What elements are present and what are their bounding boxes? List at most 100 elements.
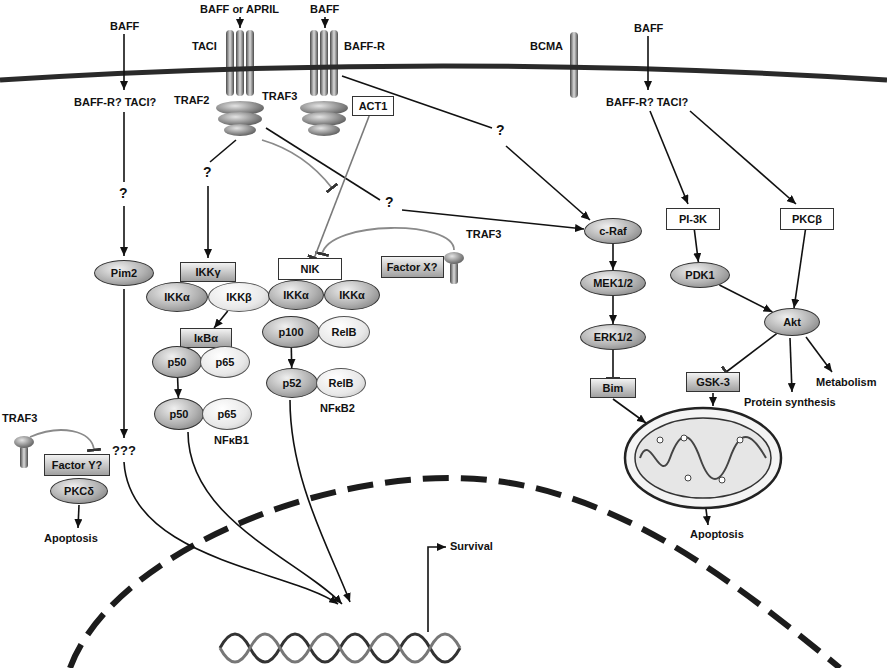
- node-text: p65: [216, 356, 235, 369]
- node-text: GSK-3: [696, 376, 730, 389]
- activation-arrow: [719, 285, 772, 312]
- text-label: NFκB1: [214, 434, 249, 447]
- protein-box: IκBα: [180, 328, 232, 348]
- node-text: PI-3K: [679, 213, 707, 226]
- node-text: ERK1/2: [594, 331, 633, 344]
- node-text: PDK1: [685, 269, 714, 282]
- protein-ellipse: IKKα: [324, 280, 380, 310]
- text-label: TRAF3: [262, 90, 297, 103]
- node-text: p52: [283, 377, 302, 390]
- protein-ellipse: Pim2: [94, 260, 154, 286]
- protein-ellipse: p50: [154, 398, 204, 430]
- baffr-stem: [310, 30, 318, 96]
- inhibition-connector: [314, 116, 369, 258]
- mito-outer: [625, 408, 781, 508]
- traf3-shape: [14, 436, 34, 448]
- node-text: IκBα: [194, 332, 218, 345]
- signal-arrow: [506, 146, 590, 220]
- mitochondrion: [625, 408, 781, 508]
- protein-box: NIK: [278, 258, 342, 280]
- node-text: IKKα: [283, 289, 309, 302]
- signal-arrow: [806, 337, 832, 372]
- signal-arrow: [290, 400, 350, 602]
- text-label: Survival: [450, 540, 493, 553]
- node-text: PKCδ: [64, 485, 94, 498]
- signal-arrow: [690, 111, 796, 204]
- text-label: Apoptosis: [690, 528, 744, 541]
- protein-ellipse: IKKα: [146, 282, 208, 312]
- traf3-stem: [20, 446, 28, 468]
- node-text: Factor X?: [387, 261, 438, 274]
- activation-arrow: [612, 296, 614, 324]
- node-text: c-Raf: [599, 225, 627, 238]
- node-text: RelB: [331, 326, 356, 339]
- protein-box: Factor Y?: [44, 454, 110, 476]
- signal-arrow: [712, 393, 714, 406]
- mito-granule: [657, 437, 663, 443]
- taci-stem: [236, 30, 244, 96]
- mito-granule: [737, 437, 743, 443]
- protein-box: Factor X?: [381, 256, 444, 278]
- question-mark: ?: [119, 187, 128, 200]
- mito-cristae: [640, 437, 766, 479]
- text-label: BCMA: [530, 40, 563, 53]
- text-label: BAFF-R: [344, 40, 385, 53]
- dna-strand: [220, 634, 460, 662]
- protein-ellipse: PKCδ: [50, 478, 108, 504]
- text-label: Protein synthesis: [744, 396, 836, 409]
- protein-ellipse: MEK1/2: [580, 270, 646, 296]
- text-label: BAFF-R? TACI?: [74, 96, 156, 109]
- activation-arrow: [291, 348, 293, 368]
- protein-ellipse: IKKβ: [208, 282, 270, 312]
- node-text: p100: [278, 326, 303, 339]
- ligand-arrow: [239, 17, 241, 28]
- protein-ellipse: IKKα: [268, 280, 324, 310]
- inhibition-connector: [612, 350, 614, 378]
- signal-arrow: [188, 432, 342, 604]
- protein-ellipse: PDK1: [670, 262, 730, 288]
- text-label: Metabolism: [816, 376, 877, 389]
- signal-arrow: [706, 509, 708, 525]
- question-mark: ?: [385, 196, 394, 209]
- inhibition-line: [322, 228, 454, 254]
- inhibition-connector: [726, 334, 776, 372]
- signal-arrow: [402, 210, 584, 229]
- text-label: TRAF3: [466, 228, 501, 241]
- receptor-stems: [20, 30, 578, 468]
- activation-arrow: [694, 230, 698, 262]
- node-text: p50: [170, 408, 189, 421]
- signal-line: [123, 112, 125, 182]
- traf2-shape: [218, 112, 262, 126]
- node-text: IKKα: [339, 289, 365, 302]
- text-label: BAFF or APRIL: [200, 3, 279, 16]
- traf2-shape: [224, 124, 256, 136]
- signal-arrow: [124, 462, 338, 604]
- node-text: ACT1: [359, 100, 388, 113]
- node-text: MEK1/2: [593, 277, 633, 290]
- node-text: p50: [168, 356, 187, 369]
- signal-line: [266, 128, 380, 200]
- mito-granule: [685, 475, 691, 481]
- signal-arrow: [78, 505, 79, 528]
- question-mark: ?: [496, 124, 505, 137]
- protein-ellipse: p65: [202, 398, 252, 430]
- node-text: Bim: [603, 382, 624, 395]
- node-text: Pim2: [111, 267, 137, 280]
- node-text: IKKγ: [195, 266, 220, 279]
- signal-line: [210, 140, 236, 162]
- ligand-arrow: [324, 17, 326, 28]
- transcription-arrow: [428, 547, 446, 632]
- mito-inner: [635, 418, 771, 498]
- traf3-shape: [302, 112, 346, 126]
- traf3-shape: [308, 124, 340, 136]
- node-text: NIK: [301, 263, 320, 276]
- pathway-arrows: [30, 17, 832, 632]
- protein-ellipse: RelB: [316, 368, 366, 398]
- signal-arrow: [123, 206, 125, 256]
- baffr-stem: [320, 30, 328, 96]
- node-text: IKKβ: [226, 291, 252, 304]
- protein-ellipse: p100: [262, 316, 320, 348]
- traf3-shape: [444, 252, 464, 264]
- signal-arrow: [650, 111, 688, 204]
- text-label: BAFF: [634, 22, 663, 35]
